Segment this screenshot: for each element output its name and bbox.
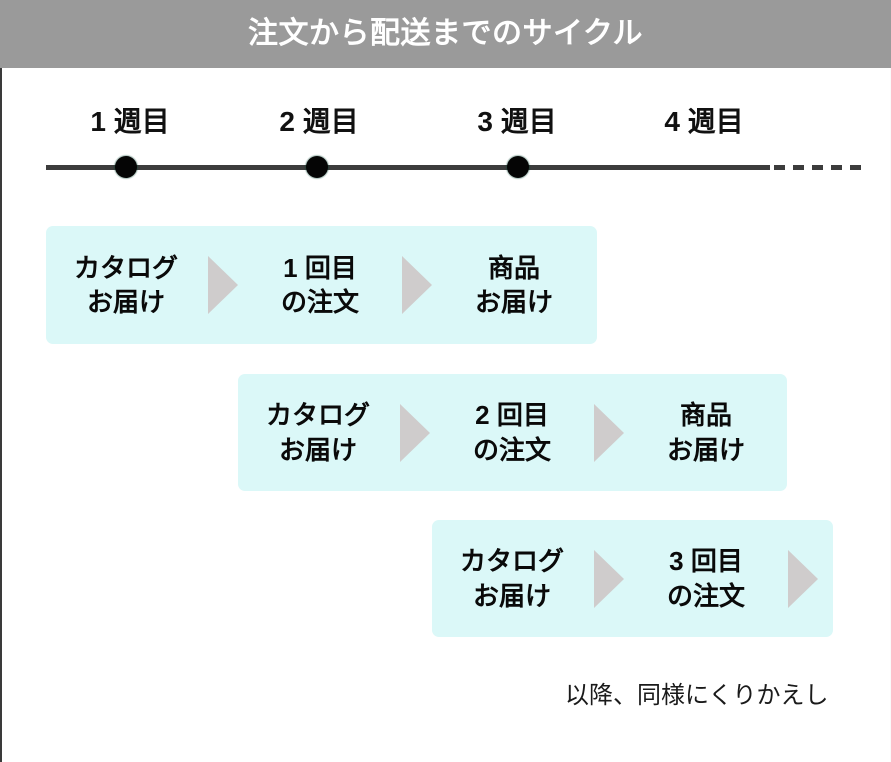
page-title: 注文から配送までのサイクル <box>248 17 643 50</box>
cycle-step-line2: お届け <box>472 580 551 611</box>
week-label: 2 週目 <box>279 106 359 137</box>
cycle-step-line1: 2 回目 <box>475 400 549 431</box>
arrow-right-icon <box>206 254 240 316</box>
week-label: 3 週目 <box>477 106 557 137</box>
arrow-right-icon <box>786 548 820 610</box>
arrow-right-icon <box>592 402 626 464</box>
week-label: 1 週目 <box>90 106 170 137</box>
timeline-dashed-continuation <box>774 165 864 170</box>
cycle-step-line1: 1 回目 <box>283 252 357 283</box>
cycle-step: カタログお届け <box>46 251 206 320</box>
timeline: 1 週目 2 週目 3 週目 4 週目 <box>2 68 891 198</box>
cycle-step-line2: お届け <box>278 434 357 465</box>
cycle-step-line2: お届け <box>474 287 553 317</box>
timeline-dot <box>115 156 137 178</box>
cycle-step-line1: カタログ <box>73 252 178 283</box>
cycle-step: 3 回目の注文 <box>626 544 786 613</box>
timeline-dot <box>507 156 529 178</box>
cycle-step-line2: の注文 <box>280 287 359 317</box>
cycle-step: 商品お届け <box>626 398 786 467</box>
cycle-step-line1: カタログ <box>265 400 370 431</box>
cycle-step-line2: お届け <box>86 287 165 317</box>
cycle-step-line1: カタログ <box>459 546 564 577</box>
week-label: 4 週目 <box>664 106 744 137</box>
cycle-band: カタログお届け 3 回目の注文 <box>432 520 833 637</box>
header-bar: 注文から配送までのサイクル <box>0 0 891 68</box>
arrow-right-icon <box>592 548 626 610</box>
cycle-step: 商品お届け <box>434 251 594 320</box>
cycle-step-line2: お届け <box>666 434 745 465</box>
timeline-axis-line <box>46 165 770 170</box>
cycle-step: 1 回目の注文 <box>240 251 400 320</box>
arrow-right-icon <box>398 402 432 464</box>
cycle-step-line2: の注文 <box>666 580 745 611</box>
cycle-step: カタログお届け <box>432 544 592 613</box>
cycle-step: 2 回目の注文 <box>432 398 592 467</box>
cycle-step-line2: の注文 <box>472 434 551 465</box>
timeline-dot <box>306 156 328 178</box>
arrow-right-icon <box>400 254 434 316</box>
cycle-step-line1: 商品 <box>487 252 540 283</box>
footnote-text: 以降、同様にくりかえし <box>565 682 829 709</box>
cycle-step: カタログお届け <box>238 398 398 467</box>
cycle-step-line1: 3 回目 <box>669 546 743 577</box>
cycle-step-line1: 商品 <box>679 400 732 431</box>
